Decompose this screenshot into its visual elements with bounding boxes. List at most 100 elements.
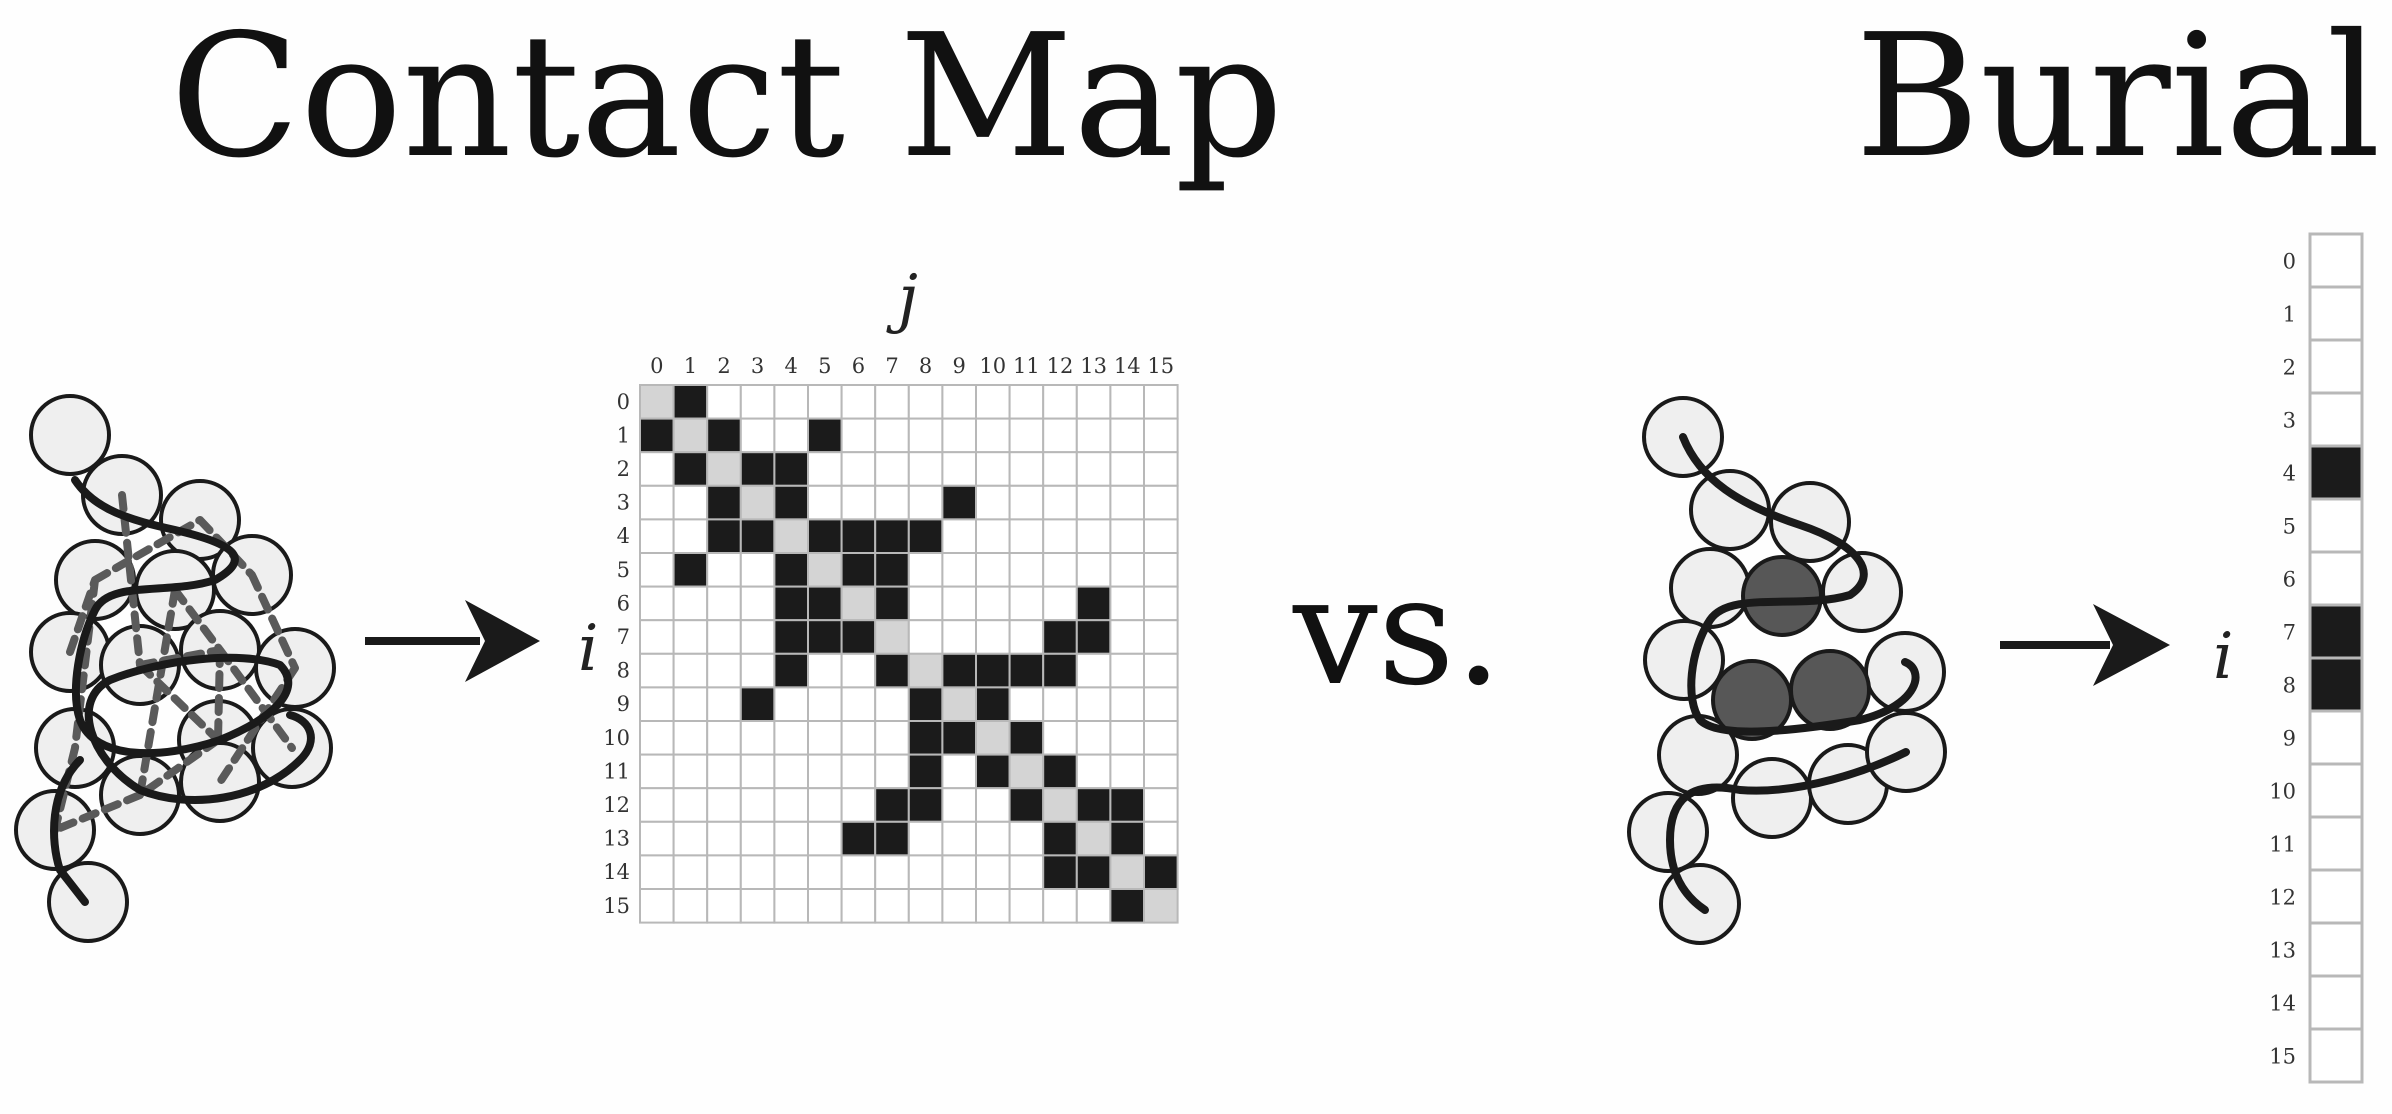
map-cell: [1143, 753, 1179, 790]
row-index-label: 4: [617, 524, 630, 548]
row-index-label: 11: [603, 759, 630, 783]
map-cell: [639, 451, 675, 487]
map-cell: [840, 888, 877, 924]
contact-map-title: Contact Map: [170, 0, 1283, 196]
map-cell: [807, 652, 843, 689]
map-cell: [941, 585, 978, 622]
column-index-label: 14: [1114, 354, 1141, 378]
map-cell: [975, 820, 1011, 857]
contact-cell: [975, 686, 1011, 723]
contact-cell: [773, 552, 810, 588]
map-cell: [1042, 686, 1078, 723]
map-cell: [1109, 451, 1146, 487]
map-cell: [975, 888, 1011, 924]
map-cell: [1042, 552, 1078, 588]
map-cell: [739, 720, 776, 756]
contact-cell: [739, 518, 776, 555]
map-cell: [1008, 451, 1045, 487]
row-index-label: 10: [603, 726, 630, 750]
contact-cell: [1075, 585, 1112, 622]
burial-cell: [2308, 1027, 2364, 1084]
map-cell: [874, 888, 910, 924]
map-cell: [907, 888, 944, 924]
map-cell: [706, 552, 742, 588]
map-cell: [1109, 552, 1146, 588]
map-cell: [739, 585, 776, 622]
column-index-label: 3: [751, 354, 764, 378]
burial-index-label: 9: [2283, 727, 2296, 751]
contact-cell: [672, 552, 709, 588]
map-cell: [807, 854, 843, 891]
contact-cell: [1075, 619, 1112, 655]
map-cell: [1075, 484, 1112, 521]
map-cell: [739, 619, 776, 655]
contact-cell: [773, 619, 810, 655]
map-cell: [1143, 787, 1179, 823]
map-cell: [1075, 888, 1112, 924]
map-cell: [1075, 753, 1112, 790]
map-cell: [773, 686, 810, 723]
burial-cell: [2308, 974, 2364, 1031]
burial-index-label: 12: [2269, 886, 2296, 910]
burial-cell: [2308, 391, 2364, 448]
map-cell: [739, 552, 776, 588]
map-cell: [1042, 888, 1078, 924]
map-cell: [1075, 518, 1112, 555]
contact-cell: [907, 686, 944, 723]
map-cell: [807, 451, 843, 487]
map-cell: [1075, 451, 1112, 487]
burial-index-label: 10: [2269, 780, 2296, 804]
burial-index-label: 3: [2283, 409, 2296, 433]
map-cell: [807, 888, 843, 924]
burial-cell: [2308, 921, 2364, 978]
column-index-label: 8: [919, 354, 932, 378]
map-cell: [1143, 417, 1179, 454]
map-cell: [706, 854, 742, 891]
column-index-label: 4: [785, 354, 798, 378]
map-cell: [975, 619, 1011, 655]
map-cell: [739, 787, 776, 823]
row-index-label: 1: [617, 423, 630, 447]
map-cell: [1109, 585, 1146, 622]
contact-cell: [840, 518, 877, 555]
map-cell: [807, 686, 843, 723]
column-index-label: 2: [717, 354, 730, 378]
contact-cell: [706, 484, 742, 521]
map-cell: [706, 619, 742, 655]
map-cell: [840, 451, 877, 487]
map-cell: [975, 417, 1011, 454]
protein-chain-burial-icon: [1627, 396, 1947, 945]
map-cell: [941, 451, 978, 487]
map-cell: [706, 585, 742, 622]
burial-cell: [2308, 232, 2364, 289]
contact-cell: [1008, 652, 1045, 689]
map-cell: [907, 619, 944, 655]
map-cell: [907, 417, 944, 454]
map-cell: [840, 484, 877, 521]
row-index-label: 12: [603, 793, 630, 817]
contact-cell: [874, 820, 910, 857]
map-cell: [907, 652, 944, 689]
map-cell: [907, 384, 944, 420]
map-cell: [1008, 552, 1045, 588]
map-cell: [706, 888, 742, 924]
column-index-label: 9: [953, 354, 966, 378]
contact-cell: [1008, 787, 1045, 823]
map-cell: [840, 585, 877, 622]
map-cell: [1075, 552, 1112, 588]
map-cell: [975, 787, 1011, 823]
map-cell: [739, 417, 776, 454]
map-cell: [840, 854, 877, 891]
burial-cell: [2308, 338, 2364, 395]
contact-cell: [739, 451, 776, 487]
burial-cell: [2308, 550, 2364, 607]
map-cell: [1109, 652, 1146, 689]
map-cell: [907, 820, 944, 857]
map-cell: [1109, 484, 1146, 521]
contact-cell: [975, 652, 1011, 689]
map-cell: [975, 484, 1011, 521]
contact-cell: [807, 619, 843, 655]
map-cell: [1075, 820, 1112, 857]
contact-cell: [706, 417, 742, 454]
contact-cell: [874, 518, 910, 555]
